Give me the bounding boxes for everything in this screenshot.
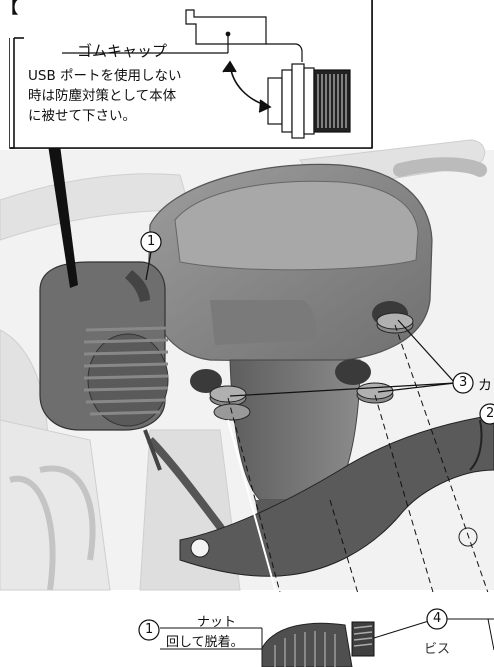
nut-instruction: 回して脱着。 xyxy=(166,635,244,650)
callout-1-number: 1 xyxy=(147,234,156,249)
nut-label-box xyxy=(138,619,263,650)
note-line-1: USB ポートを使用しない xyxy=(28,68,182,84)
usb-port-unit xyxy=(39,261,234,543)
callout-3-leaders xyxy=(229,319,456,397)
mounting-bracket xyxy=(179,414,494,577)
callout-1-marker xyxy=(140,231,162,281)
nut-title: ナット xyxy=(197,615,237,630)
callout-3-marker xyxy=(452,372,474,394)
callout-2-number: 2 xyxy=(486,406,494,421)
curved-arrow-icon xyxy=(222,60,272,113)
screw-label: ビス xyxy=(424,642,451,657)
screw-detail xyxy=(351,619,433,657)
callout-4-number: 4 xyxy=(433,611,442,626)
note-line-2: 時は防塵対策として本体 xyxy=(28,88,177,104)
callout-3-number: 3 xyxy=(459,375,468,390)
callout-4-marker xyxy=(426,608,494,651)
callout-header-partial: 【 xyxy=(2,0,19,17)
nut-detail xyxy=(261,622,353,667)
callout-1-bottom-number: 1 xyxy=(145,622,154,637)
usb-port-drawing xyxy=(267,63,351,139)
bottom-detail-area xyxy=(0,592,494,667)
rubber-cap-drawing xyxy=(62,9,303,62)
callout-3-text: カ xyxy=(478,378,492,394)
rubber-cap-note: USB ポートを使用しない 時は防塵対策として本体 に被せて下さい。 xyxy=(28,66,182,126)
callout-2-marker xyxy=(479,403,494,425)
callout-pointer xyxy=(48,145,78,288)
rubber-cap-label: ゴムキャップ xyxy=(77,42,168,60)
note-line-3: に被せて下さい。 xyxy=(28,108,136,124)
